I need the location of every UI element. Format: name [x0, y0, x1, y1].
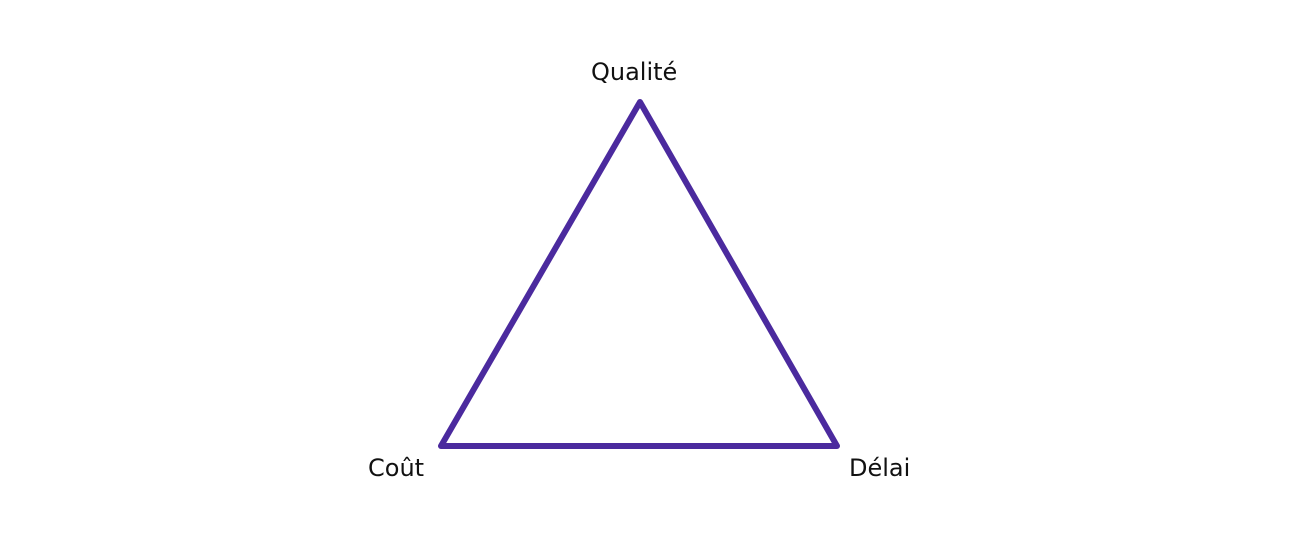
- triangle-outline: [438, 99, 840, 449]
- vertex-label-quality: Qualité: [591, 58, 678, 86]
- vertex-label-deadline: Délai: [849, 454, 911, 482]
- vertex-label-cost: Coût: [368, 454, 425, 482]
